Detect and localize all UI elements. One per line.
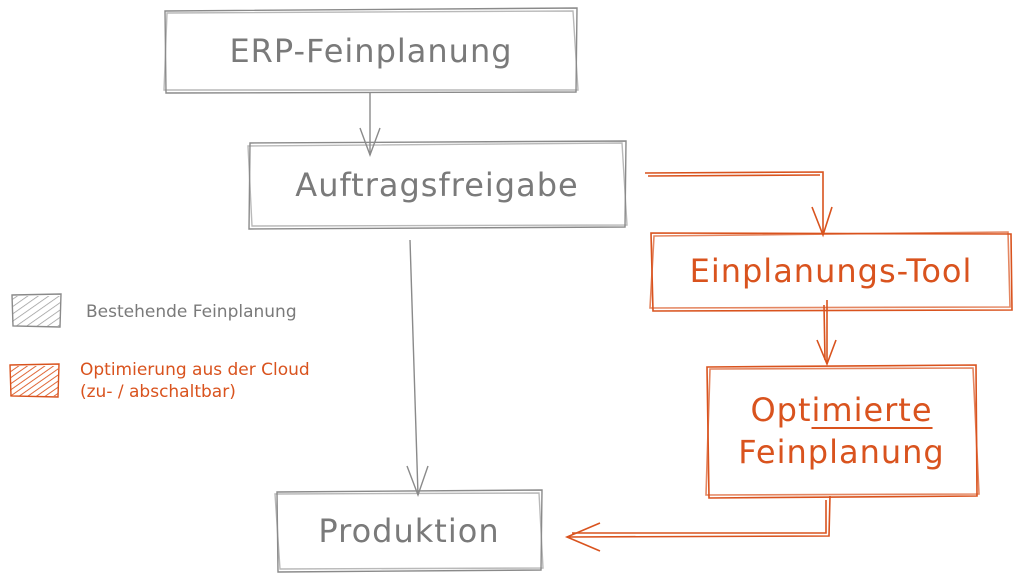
tool-box-border: [649, 231, 1013, 312]
arrow-optimized-to-production: [564, 495, 831, 552]
production-box-border: [274, 489, 544, 573]
legend-existing-label: Bestehende Feinplanung: [86, 302, 297, 322]
legend-cloud-line1: Optimierung aus der Cloud: [80, 360, 310, 380]
release-box-border: [247, 140, 628, 230]
legend-cloud-label: Optimierung aus der Cloud (zu- / abschal…: [80, 359, 310, 403]
arrow-release-to-tool: [644, 171, 833, 238]
arrow-release-to-production: [406, 239, 429, 498]
node-erp-feinplanung: ERP-Feinplanung: [165, 10, 577, 93]
legend-swatch-existing: [11, 293, 62, 328]
node-production-label: Produktion: [318, 511, 500, 550]
arrow-erp-to-release: [359, 93, 381, 158]
node-tool-label: Einplanungs-Tool: [689, 251, 973, 290]
erp-box-border: [163, 7, 579, 94]
node-einplanungs-tool: Einplanungs-Tool: [650, 232, 1012, 311]
node-optimized-line2: Feinplanung: [738, 432, 945, 471]
legend-swatch-cloud: [9, 363, 60, 398]
node-erp-label: ERP-Feinplanung: [229, 31, 513, 70]
node-release-label: Auftragsfreigabe: [295, 165, 579, 204]
node-optimierte-feinplanung: Optimierte Feinplanung: [706, 366, 977, 497]
arrow-tool-to-optimized: [816, 300, 837, 367]
node-auftragsfreigabe: Auftragsfreigabe: [248, 142, 626, 229]
node-produktion: Produktion: [276, 491, 542, 572]
legend-cloud-line2: (zu- / abschaltbar): [80, 382, 236, 402]
node-optimized-prefix: Opt: [750, 390, 812, 429]
node-optimized-line1: Optimierte: [750, 390, 932, 432]
optimized-box-border: [705, 364, 980, 499]
node-optimized-underlined: imierte: [811, 390, 933, 429]
